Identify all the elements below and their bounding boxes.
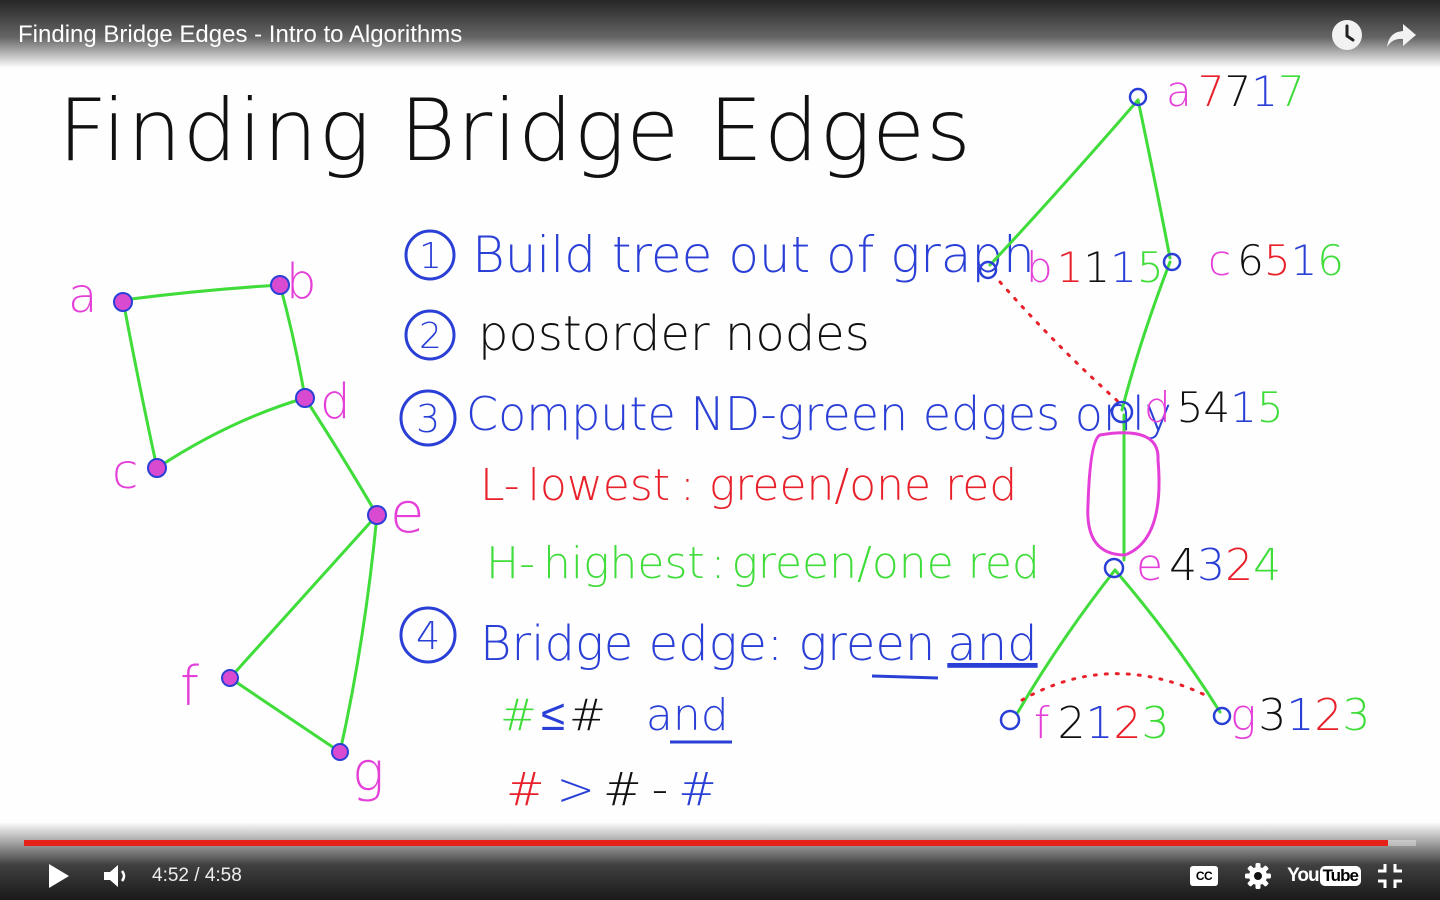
step-4-number: 4 bbox=[416, 614, 440, 658]
time-total: 4:58 bbox=[204, 865, 242, 886]
step-4-circle bbox=[399, 606, 457, 664]
volume-button[interactable] bbox=[96, 858, 136, 894]
youtube-wordmark: You Tube bbox=[1287, 865, 1361, 887]
play-icon bbox=[49, 864, 69, 888]
tree-node-g bbox=[1212, 706, 1232, 726]
tree-edge-e-g bbox=[1113, 568, 1222, 714]
youtube-you: You bbox=[1287, 865, 1320, 886]
cc-icon: CC bbox=[1190, 866, 1218, 886]
whiteboard-heading: Finding Bridge Edges bbox=[58, 81, 972, 181]
graph-label-c: c bbox=[112, 444, 138, 500]
step-3-circle bbox=[399, 389, 457, 447]
graph-label-b: b bbox=[286, 254, 316, 310]
graph-edge-f-g bbox=[228, 676, 342, 754]
tree-node-a bbox=[1128, 87, 1148, 107]
bridge-highlight bbox=[1086, 431, 1161, 557]
control-bar: 4:52 / 4:58 CC You Tube bbox=[0, 852, 1440, 900]
steps-list: 1 Build tree out of graph 2 postorder no… bbox=[399, 226, 1172, 816]
progress-played bbox=[24, 840, 1389, 846]
graph-node-g bbox=[331, 743, 349, 761]
graph-node-b bbox=[270, 275, 290, 295]
graph-label-a: a bbox=[68, 268, 97, 324]
play-button[interactable] bbox=[38, 858, 78, 894]
graph-edge-c-d bbox=[155, 396, 307, 470]
tree-edge-a-c bbox=[1136, 98, 1172, 260]
video-title[interactable]: Finding Bridge Edges - Intro to Algorith… bbox=[18, 21, 463, 48]
step-2-circle bbox=[404, 309, 456, 361]
left-graph-nodes bbox=[113, 275, 387, 761]
clock-icon[interactable] bbox=[1330, 18, 1364, 52]
tree-back-edge-b-d bbox=[998, 280, 1124, 407]
time-current: 4:52 bbox=[152, 865, 189, 886]
lowest-line: L-lowest:green/one red bbox=[480, 460, 1017, 511]
tree-label-b: b1115 bbox=[1026, 243, 1164, 292]
graph-edge-a-b bbox=[121, 283, 282, 302]
graph-node-d bbox=[295, 388, 315, 408]
time-separator: / bbox=[188, 865, 205, 886]
step-2-text: postorder nodes bbox=[478, 306, 870, 362]
tree-node-c bbox=[1162, 252, 1182, 272]
step-3-text: Compute ND-green edges only bbox=[466, 387, 1172, 441]
gear-icon bbox=[1245, 863, 1271, 889]
step-1-text: Build tree out of graph bbox=[472, 226, 1035, 284]
highest-line: H-highest:green/one red bbox=[486, 538, 1040, 589]
graph-edge-d-e bbox=[303, 396, 379, 517]
graph-edge-b-d bbox=[278, 283, 307, 400]
tree-edge-c-d bbox=[1120, 260, 1172, 412]
condition-2: #>#-# bbox=[506, 762, 717, 816]
tree-edges bbox=[988, 98, 1222, 714]
graph-node-c bbox=[147, 458, 167, 478]
youtube-tube: Tube bbox=[1319, 866, 1361, 886]
graph-node-e bbox=[367, 505, 387, 525]
settings-button[interactable] bbox=[1240, 858, 1276, 894]
cc-button[interactable]: CC bbox=[1186, 858, 1222, 894]
fullscreen-button[interactable] bbox=[1372, 858, 1408, 894]
tree-node-e bbox=[1103, 557, 1125, 579]
condition-1: #≤#and bbox=[500, 690, 729, 741]
tree-node-f bbox=[999, 709, 1021, 731]
graph-label-g: g bbox=[352, 740, 384, 803]
step-4-underline bbox=[871, 674, 939, 680]
time-display: 4:52 / 4:58 bbox=[152, 864, 242, 888]
graph-node-a bbox=[113, 292, 133, 312]
share-icon[interactable] bbox=[1384, 18, 1418, 52]
step-1-circle bbox=[404, 229, 456, 281]
graph-label-f: f bbox=[180, 655, 199, 718]
exit-fullscreen-icon bbox=[1378, 864, 1402, 888]
volume-icon bbox=[104, 865, 126, 887]
bottom-gradient bbox=[0, 822, 1440, 900]
step-2-number: 2 bbox=[419, 316, 442, 357]
tree-label-g: g3123 bbox=[1230, 690, 1370, 741]
step-3-number: 3 bbox=[416, 397, 440, 441]
progress-bar[interactable] bbox=[24, 840, 1416, 846]
tree-edge-a-b bbox=[988, 98, 1140, 267]
graph-label-d: d bbox=[320, 374, 350, 430]
graph-edge-e-f bbox=[228, 513, 379, 680]
tree-back-edge-f-g bbox=[1020, 672, 1207, 702]
graph-label-e: e bbox=[390, 481, 424, 546]
left-graph bbox=[121, 283, 379, 754]
tree-nodes bbox=[978, 87, 1232, 731]
tree-node-b bbox=[978, 260, 998, 280]
top-bar: Finding Bridge Edges - Intro to Algorith… bbox=[0, 0, 1440, 68]
tree-node-d bbox=[1110, 400, 1134, 424]
tree-edge-e-f bbox=[1016, 568, 1117, 714]
graph-edge-a-c bbox=[121, 298, 159, 470]
graph-node-f bbox=[221, 669, 239, 687]
left-graph-labels: a b c d e f g bbox=[68, 254, 424, 803]
step-1-number: 1 bbox=[419, 236, 442, 277]
graph-edge-e-g bbox=[338, 513, 379, 754]
youtube-logo[interactable]: You Tube bbox=[1287, 858, 1361, 894]
